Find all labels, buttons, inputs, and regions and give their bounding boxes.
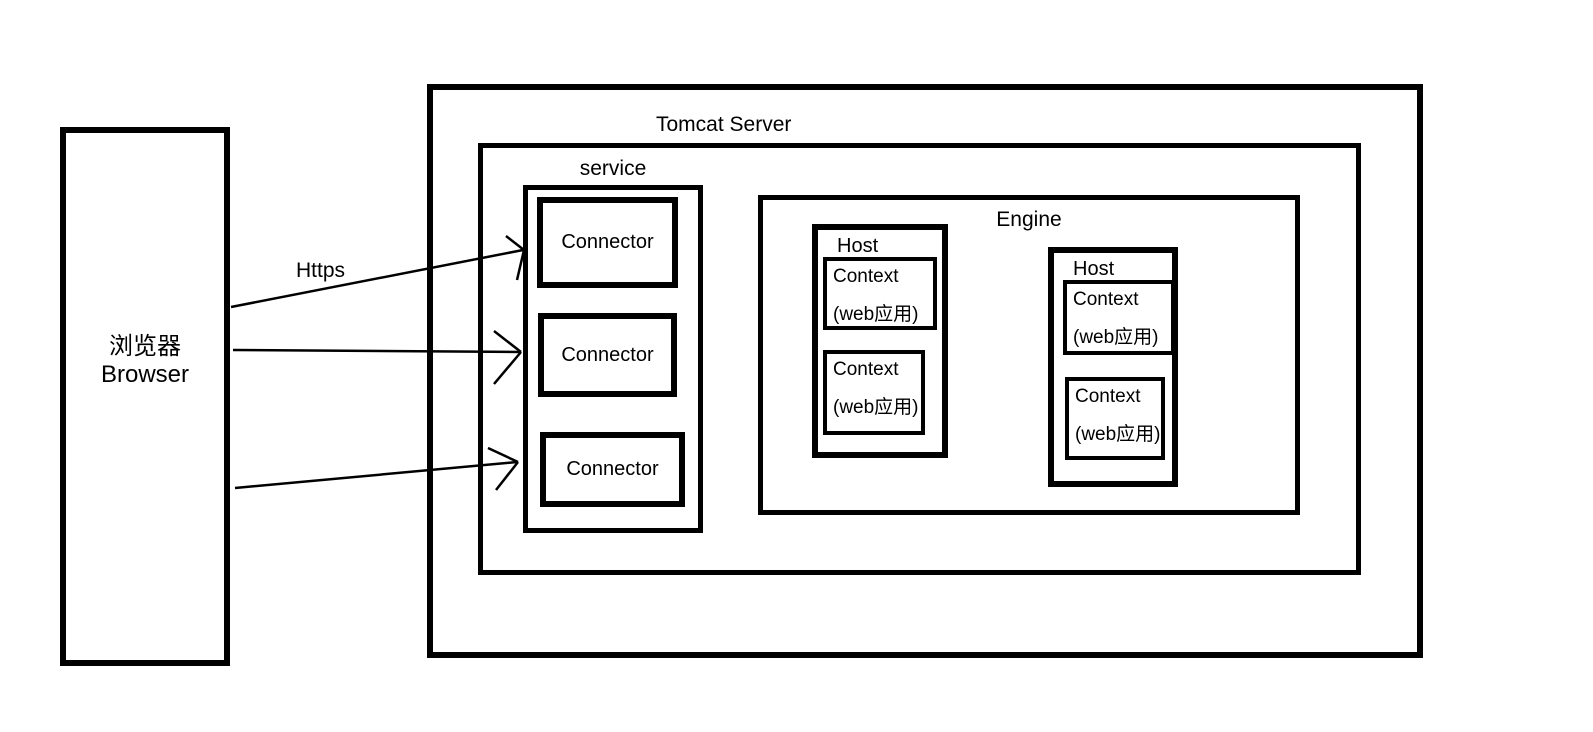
engine-box [758, 195, 1300, 515]
browser-box: 浏览器Browser [60, 127, 230, 666]
context-title: Context [833, 266, 899, 287]
service-box [523, 185, 703, 533]
context-title: Context [833, 359, 899, 380]
connector-box-1: Connector [537, 197, 678, 288]
context-subtitle: (web应用) [833, 304, 919, 325]
connector-label: Connector [561, 231, 654, 253]
context-box-1a: Context (web应用) [823, 257, 937, 330]
connector-box-3: Connector [540, 432, 685, 507]
server-inner-box [478, 143, 1361, 575]
connector-label: Connector [566, 458, 659, 480]
context-box-2a: Context (web应用) [1063, 280, 1175, 355]
connector-box-2: Connector [538, 313, 677, 397]
service-label: service [579, 157, 647, 180]
host-box-1: Host Context (web应用) Context (web应用) [812, 224, 948, 458]
browser-label: 浏览器Browser [100, 333, 190, 388]
context-subtitle: (web应用) [1075, 424, 1161, 445]
context-subtitle: (web应用) [833, 397, 919, 418]
context-title: Context [1075, 386, 1141, 407]
connector-label: Connector [561, 343, 654, 366]
tomcat-server-label: Tomcat Server [656, 113, 792, 136]
https-label: Https [296, 259, 346, 282]
host-label: Host [1073, 258, 1115, 280]
context-title: Context [1073, 289, 1139, 310]
engine-label: Engine [996, 208, 1062, 231]
context-subtitle: (web应用) [1073, 327, 1159, 348]
context-box-2b: Context (web应用) [1065, 377, 1165, 460]
host-box-2: Host Context (web应用) Context (web应用) [1048, 247, 1178, 487]
context-box-1b: Context (web应用) [823, 350, 925, 435]
tomcat-server-box [427, 84, 1423, 658]
host-label: Host [837, 235, 879, 257]
